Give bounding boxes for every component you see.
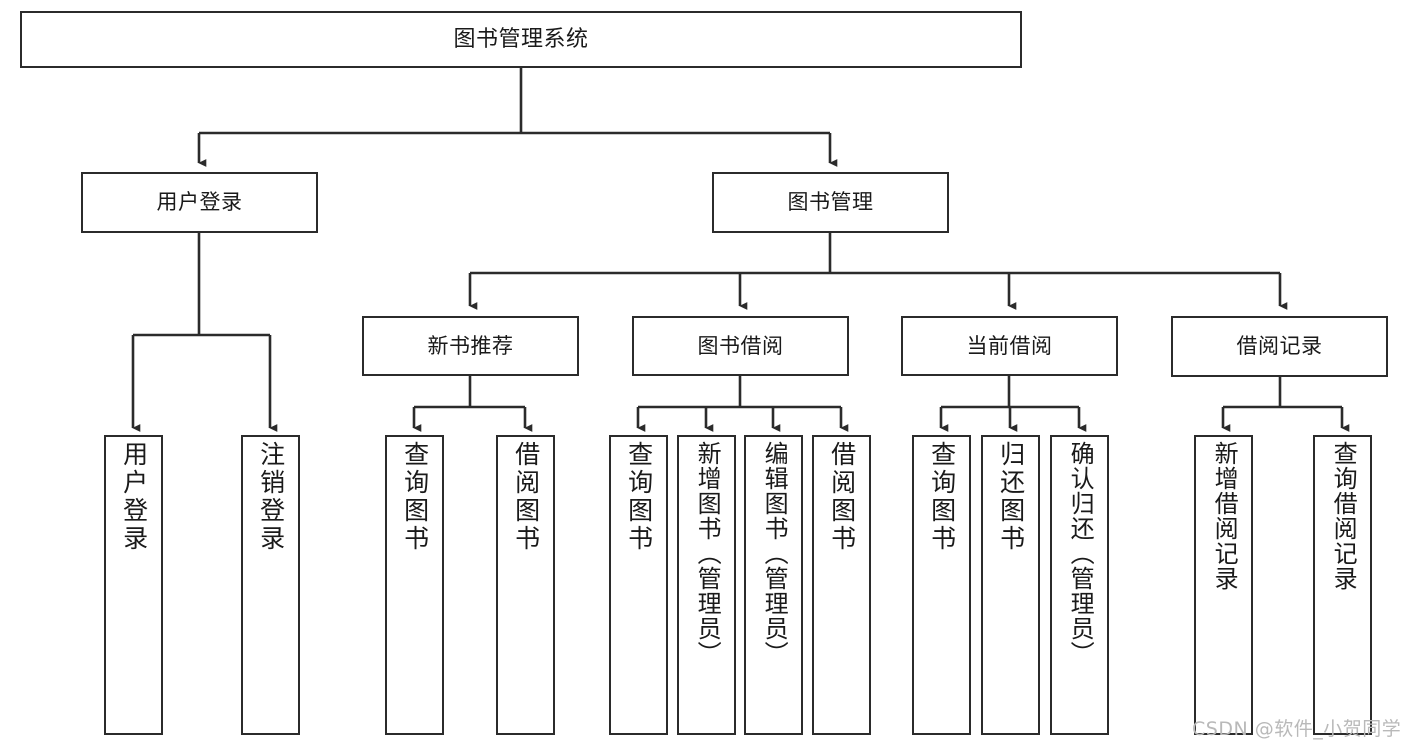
node-leaf-borrow-books-recommend[interactable]: 借阅图书 xyxy=(496,435,555,735)
node-label: 新增图书（管理员） xyxy=(693,441,722,666)
node-label: 图书管理系统 xyxy=(453,26,589,52)
node-label: 用户登录 xyxy=(156,190,243,215)
node-label: 借阅记录 xyxy=(1236,334,1323,359)
node-label: 图书借阅 xyxy=(697,333,784,358)
node-label: 编辑图书（管理员） xyxy=(760,441,789,666)
node-leaf-edit-book-admin[interactable]: 编辑图书（管理员） xyxy=(744,435,803,735)
node-label: 查询图书 xyxy=(624,441,654,553)
node-book-borrowing[interactable]: 图书借阅 xyxy=(632,316,849,376)
node-leaf-add-book-admin[interactable]: 新增图书（管理员） xyxy=(677,435,736,735)
node-borrow-records[interactable]: 借阅记录 xyxy=(1171,316,1388,377)
node-leaf-return-books[interactable]: 归还图书 xyxy=(981,435,1040,735)
node-leaf-logout[interactable]: 注销登录 xyxy=(241,435,300,735)
node-label: 新增借阅记录 xyxy=(1210,441,1239,591)
node-leaf-query-borrow-record[interactable]: 查询借阅记录 xyxy=(1313,435,1372,735)
node-root-library-management-system[interactable]: 图书管理系统 xyxy=(20,11,1022,68)
node-new-book-recommendation[interactable]: 新书推荐 xyxy=(362,316,579,376)
node-user-login[interactable]: 用户登录 xyxy=(81,172,318,233)
node-label: 确认归还（管理员） xyxy=(1066,441,1095,666)
node-label: 查询借阅记录 xyxy=(1329,441,1358,591)
node-label: 注销登录 xyxy=(256,441,286,553)
node-label: 新书推荐 xyxy=(427,333,514,358)
node-leaf-confirm-return-admin[interactable]: 确认归还（管理员） xyxy=(1050,435,1109,735)
node-label: 借阅图书 xyxy=(511,441,541,553)
node-label: 归还图书 xyxy=(996,441,1026,553)
node-current-borrowing[interactable]: 当前借阅 xyxy=(901,316,1118,376)
node-label: 用户登录 xyxy=(119,441,149,553)
node-book-management[interactable]: 图书管理 xyxy=(712,172,949,233)
node-leaf-borrow-books[interactable]: 借阅图书 xyxy=(812,435,871,735)
node-label: 当前借阅 xyxy=(966,333,1053,358)
node-leaf-query-books-recommend[interactable]: 查询图书 xyxy=(385,435,444,735)
node-label: 查询图书 xyxy=(927,441,957,553)
watermark-text: CSDN @软件_小贺同学 xyxy=(1192,718,1402,740)
node-leaf-query-books-borrow[interactable]: 查询图书 xyxy=(609,435,668,735)
node-label: 图书管理 xyxy=(787,190,874,215)
node-leaf-add-borrow-record[interactable]: 新增借阅记录 xyxy=(1194,435,1253,735)
node-leaf-query-books-current[interactable]: 查询图书 xyxy=(912,435,971,735)
node-leaf-user-login[interactable]: 用户登录 xyxy=(104,435,163,735)
node-label: 借阅图书 xyxy=(827,441,857,553)
node-label: 查询图书 xyxy=(400,441,430,553)
